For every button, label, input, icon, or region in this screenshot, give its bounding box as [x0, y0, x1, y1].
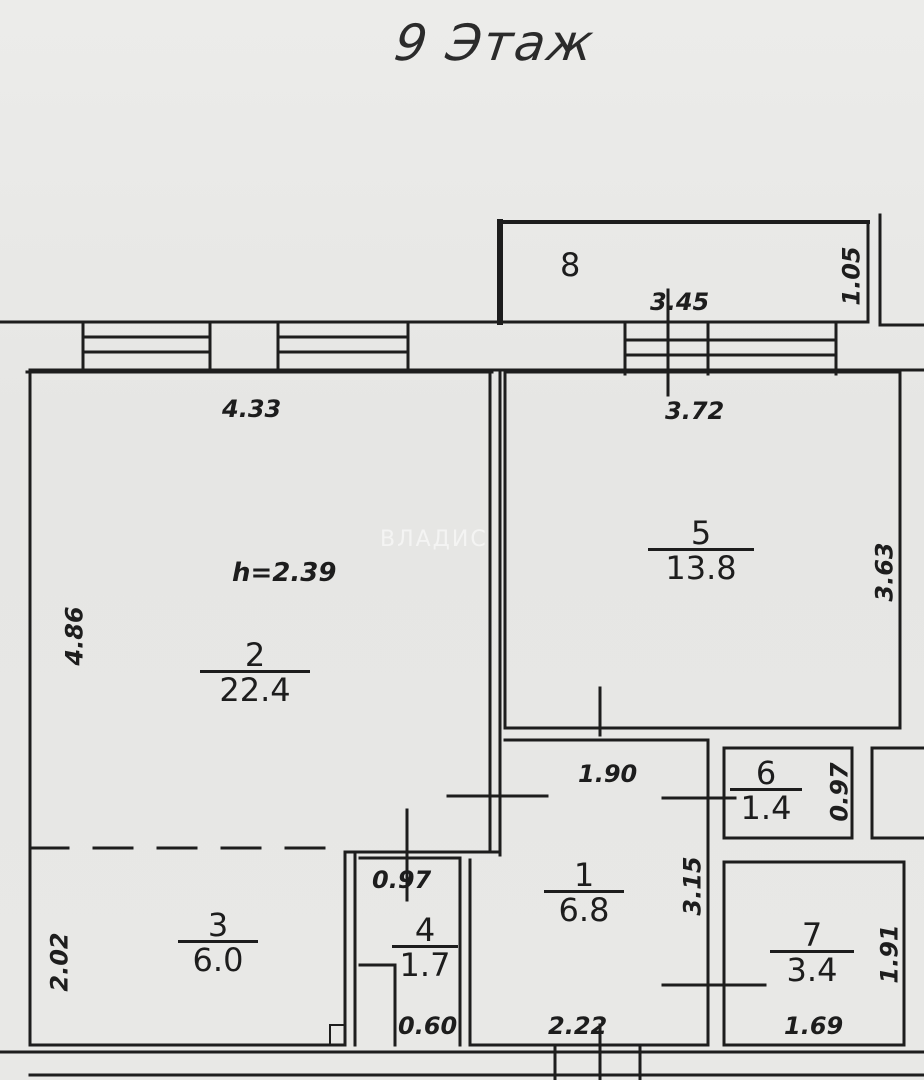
room-7-area: 3.4	[770, 950, 854, 986]
room-2-number: 2	[244, 636, 266, 674]
dim-room6-depth: 0.97	[825, 762, 854, 822]
dim-room2-width: 4.33	[222, 395, 282, 423]
dim-room8-width: 3.45	[650, 288, 710, 316]
room-5-label: 5 13.8	[648, 514, 754, 584]
dim-room5-length: 3.63	[870, 542, 899, 602]
room-8-number: 8	[560, 246, 581, 284]
dim-room7-width: 1.69	[784, 1012, 844, 1040]
room-4-area: 1.7	[392, 945, 458, 981]
dim-room1-width-top: 1.90	[578, 760, 638, 788]
room-1-label: 1 6.8	[544, 856, 624, 926]
dim-room8-depth: 1.05	[837, 246, 866, 306]
dim-room4-width-top: 0.97	[372, 866, 432, 894]
room-6-label: 6 1.4	[730, 754, 802, 824]
room-3-label: 3 6.0	[178, 906, 258, 976]
dim-room1-width-bottom: 2.22	[548, 1012, 608, 1040]
room-4-number: 4	[414, 911, 436, 949]
room-1-number: 1	[573, 856, 595, 894]
dim-room5-width: 3.72	[665, 397, 725, 425]
room-5-number: 5	[690, 514, 712, 552]
room-1-area: 6.8	[544, 890, 624, 926]
dim-room7-depth: 1.91	[875, 924, 904, 984]
dim-room2-length: 4.86	[60, 606, 89, 666]
room-3-area: 6.0	[178, 940, 258, 976]
dim-room4-width-bottom: 0.60	[398, 1012, 458, 1040]
watermark: ВЛАДИС	[380, 527, 488, 552]
room-6-area: 1.4	[730, 788, 802, 824]
room-7-label: 7 3.4	[770, 916, 854, 986]
room-2-area: 22.4	[200, 670, 310, 706]
dim-room3-depth: 2.02	[45, 932, 74, 992]
ceiling-height: h=2.39	[232, 558, 337, 588]
room-3-number: 3	[207, 906, 229, 944]
room-4-label: 4 1.7	[392, 911, 458, 981]
room-6-number: 6	[755, 754, 777, 792]
dim-room1-length: 3.15	[678, 856, 707, 916]
room-7-number: 7	[801, 916, 823, 954]
room-2-label: 2 22.4	[200, 636, 310, 706]
room-5-area: 13.8	[648, 548, 754, 584]
